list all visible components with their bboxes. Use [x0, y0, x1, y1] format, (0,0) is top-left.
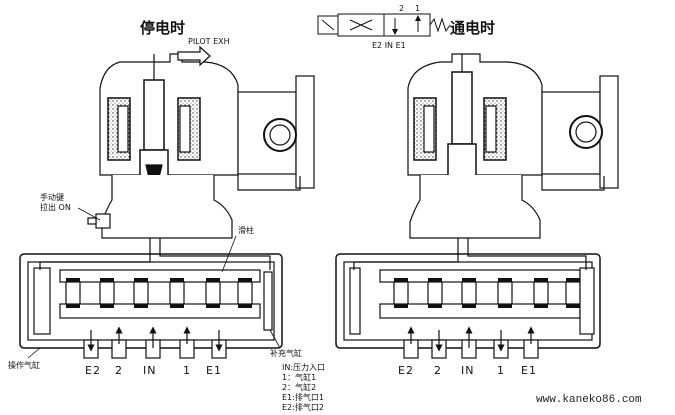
- left-port-labels: E2 2 IN 1 E1: [85, 364, 222, 377]
- legend-2: 2：气缸2: [282, 382, 316, 392]
- right-port-in: IN: [461, 364, 474, 377]
- left-port-2: 2: [115, 364, 123, 377]
- watermark: www.kaneko86.com: [536, 394, 642, 406]
- manual-key-label-2: 拉出 ON: [40, 202, 71, 212]
- left-valve: [19, 45, 315, 359]
- right-valve: [335, 53, 619, 359]
- valve-symbol: [317, 13, 451, 37]
- supplement-cylinder-label: 补充气缸: [270, 348, 302, 358]
- left-port-e2: E2: [85, 364, 101, 377]
- legend-1: 1：气缸1: [282, 372, 316, 382]
- symbol-label-1: 1: [415, 4, 420, 13]
- right-port-1: 1: [497, 364, 505, 377]
- port-legend: IN:压力入口 1：气缸1 2：气缸2 E1:排气口1 E2:排气口2: [282, 362, 325, 412]
- left-port-1: 1: [183, 364, 191, 377]
- right-port-labels: E2 2 IN 1 E1: [398, 364, 537, 377]
- legend-e1: E1:排气口1: [282, 392, 324, 402]
- operate-cylinder-label: 操作气缸: [8, 360, 40, 370]
- manual-key-label-1: 手动键: [40, 192, 64, 202]
- pilot-exh-label: PILOT EXH: [188, 37, 230, 46]
- right-port-e1: E1: [521, 364, 537, 377]
- left-title: 停电时: [140, 19, 185, 37]
- legend-in: IN:压力入口: [282, 362, 325, 372]
- symbol-bottom-labels: E2 IN E1: [372, 41, 406, 50]
- symbol-label-2: 2: [399, 4, 404, 13]
- right-title: 通电时: [450, 19, 495, 37]
- right-port-2: 2: [434, 364, 442, 377]
- left-port-e1: E1: [206, 364, 222, 377]
- right-port-e2: E2: [398, 364, 414, 377]
- legend-e2: E2:排气口2: [282, 402, 324, 412]
- left-port-in: IN: [143, 364, 156, 377]
- spool-label: 滑柱: [238, 225, 254, 235]
